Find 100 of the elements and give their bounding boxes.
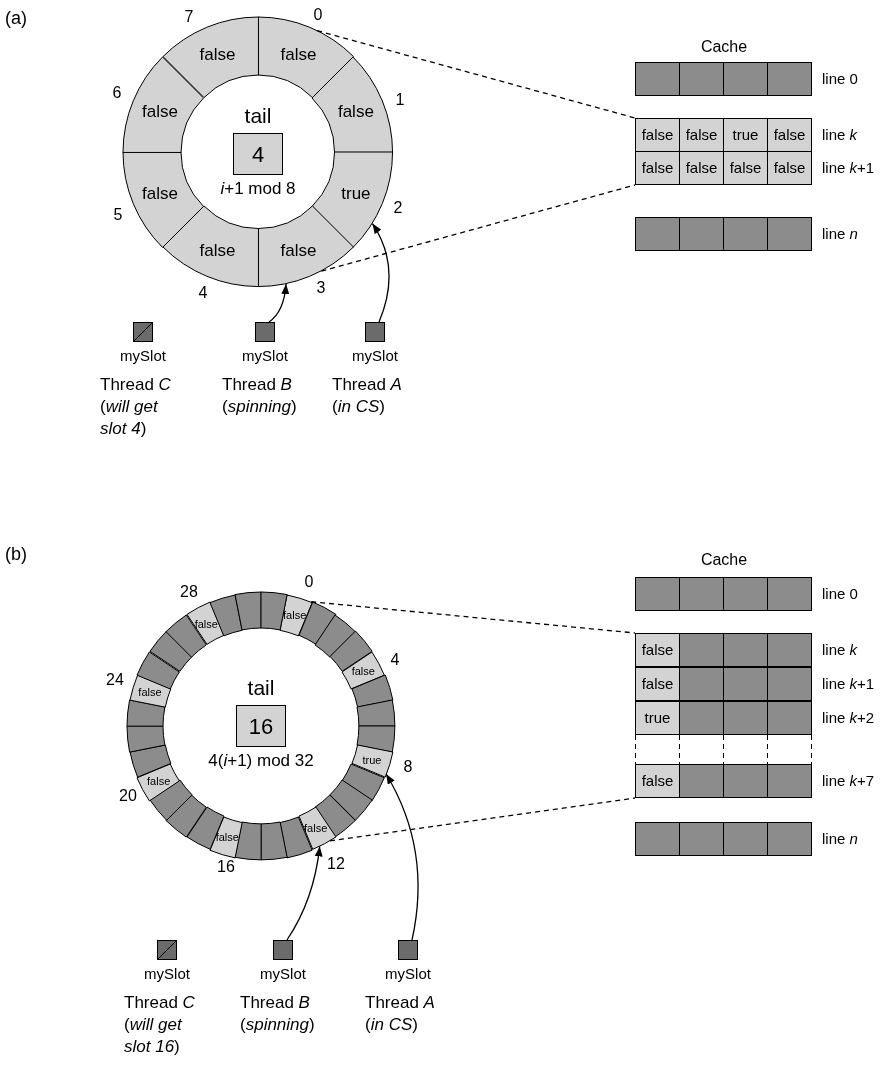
- dashed-line: [310, 601, 636, 634]
- slot-number: 5: [113, 207, 123, 223]
- cache-cell: [723, 822, 768, 856]
- cache-cell: false: [635, 667, 680, 701]
- cache-cell: false: [635, 633, 680, 667]
- slot-value: false: [215, 831, 239, 843]
- thread-caption: Thread C (will get slot 16): [124, 992, 196, 1058]
- cache-cell: [635, 577, 680, 611]
- cache-heading: Cache: [700, 552, 748, 568]
- cache-cell: [679, 577, 724, 611]
- slot-value: false: [351, 665, 375, 677]
- dashed-line: [320, 184, 636, 272]
- cache-cell: [679, 217, 724, 251]
- arrow: [286, 845, 323, 941]
- index-formula: i+1 mod 8: [220, 178, 296, 200]
- tail-box: 4: [233, 133, 283, 175]
- cache-cell: [723, 217, 768, 251]
- cache-cell: false: [679, 118, 724, 152]
- cache-cell: [767, 822, 812, 856]
- cache-cell: [635, 217, 680, 251]
- cache-cell: [679, 822, 724, 856]
- ring-slot: [351, 674, 393, 707]
- cache-cell: [679, 633, 724, 667]
- cache-cell: false: [767, 118, 812, 152]
- slot-value: true: [362, 754, 382, 766]
- thread-caption: Thread A (in CS): [332, 374, 403, 418]
- line-label: line k: [822, 639, 858, 660]
- line-label: line k: [822, 124, 858, 145]
- slot-number: 3: [316, 280, 326, 296]
- slot-number: 16: [217, 859, 235, 875]
- slot-number: 2: [393, 200, 403, 216]
- pointer-label: mySlot: [144, 964, 190, 984]
- slot-value: false: [280, 45, 317, 63]
- slot-number: 8: [403, 759, 413, 775]
- panel-label: (a): [5, 9, 27, 27]
- slot-value: false: [337, 102, 374, 120]
- slot-number: 12: [327, 856, 345, 872]
- variable-name: tail: [244, 104, 272, 128]
- slot-number: 20: [119, 788, 137, 804]
- cache-cell: [723, 62, 768, 96]
- cache-cell: [767, 667, 812, 701]
- line-label: line k+2: [822, 707, 875, 728]
- ring-slot: [351, 745, 393, 778]
- arrow: [371, 222, 390, 323]
- cache-heading: Cache: [700, 39, 748, 55]
- slot-value: false: [283, 609, 307, 621]
- thread-caption: Thread B (spinning): [240, 992, 316, 1036]
- slot-number: 4: [198, 285, 208, 301]
- line-label: line 0: [822, 583, 858, 604]
- cache-cell: [767, 764, 812, 798]
- ring-slot: [162, 206, 258, 287]
- cache-cell: [679, 701, 724, 735]
- cache-cell: [767, 62, 812, 96]
- slot-value: false: [199, 45, 236, 63]
- cache-cell: [723, 577, 768, 611]
- slot-number: 28: [180, 584, 198, 600]
- cache-cell: false: [635, 764, 680, 798]
- ring-slot: [330, 780, 373, 821]
- cache-cell: [679, 62, 724, 96]
- ring-slot: [149, 631, 192, 672]
- ring-slot: [137, 651, 180, 689]
- slot-number: 24: [106, 672, 124, 688]
- cache-cell: true: [723, 118, 768, 152]
- cache-cell: [635, 822, 680, 856]
- pointer-label: mySlot: [120, 346, 166, 366]
- pointer-label: mySlot: [385, 964, 431, 984]
- cache-cell: [635, 62, 680, 96]
- pointer-label: mySlot: [260, 964, 306, 984]
- slot-number: 6: [112, 85, 122, 101]
- cache-cell: true: [635, 701, 680, 735]
- ring-slot: [315, 614, 356, 657]
- cache-cell: false: [723, 151, 768, 185]
- cache-cell: [723, 667, 768, 701]
- thread-caption: Thread C (will get slot 4): [100, 374, 172, 440]
- arrow: [268, 283, 290, 323]
- cache-cell: [767, 217, 812, 251]
- arrow: [385, 773, 419, 941]
- ring-slot: [166, 795, 207, 838]
- ring-slot: [342, 763, 385, 801]
- variable-name: tail: [247, 676, 275, 700]
- cache-cell: [767, 577, 812, 611]
- slot-value: false: [199, 241, 236, 259]
- dashed-line: [316, 30, 636, 119]
- cache-cell: [767, 701, 812, 735]
- thread-caption: Thread B (spinning): [222, 374, 298, 418]
- cache-cell: [723, 764, 768, 798]
- tail-box: 16: [236, 705, 286, 747]
- dashed-line: [329, 797, 636, 842]
- slot-number: 7: [184, 9, 194, 25]
- pointer-label: mySlot: [242, 346, 288, 366]
- cache-cell: [723, 701, 768, 735]
- cache-cell: [679, 764, 724, 798]
- line-label: line n: [822, 828, 858, 849]
- slot-value: false: [280, 241, 317, 259]
- slot-number: 1: [395, 92, 405, 108]
- ring-slot: [129, 745, 171, 778]
- slot-value: false: [142, 102, 178, 120]
- line-label: line k+1: [822, 673, 875, 694]
- thread-caption: Thread A (in CS): [365, 992, 436, 1036]
- slot-value: false: [147, 775, 171, 787]
